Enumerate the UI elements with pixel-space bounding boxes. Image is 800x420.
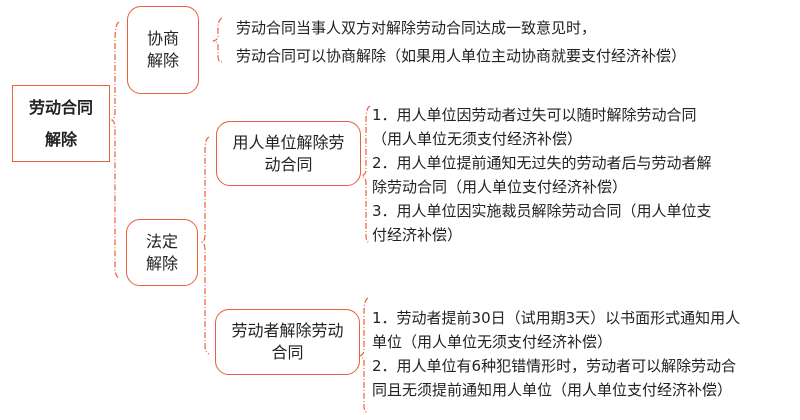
statutory-node: 法定 解除: [126, 219, 198, 286]
statutory-label-line1: 法定: [145, 231, 178, 251]
root-label-line2: 解除: [44, 129, 77, 149]
root-bracket: [110, 21, 120, 279]
statutory-label-line2: 解除: [145, 253, 178, 273]
worker-label-line2: 合同: [271, 343, 304, 362]
employer-text: 1．用人单位因劳动者过失可以随时解除劳动合同 （用人单位无须支付经济补偿） 2．…: [372, 103, 712, 247]
worker-text-line: 单位（用人单位无须支付经济补偿）: [372, 333, 613, 351]
employer-text-line: 1．用人单位因劳动者过失可以随时解除劳动合同: [372, 106, 697, 124]
root-label-line1: 劳动合同: [28, 97, 93, 117]
employer-termination-node: 用人单位解除劳 动合同: [216, 121, 361, 186]
employer-text-line: （用人单位无须支付经济补偿）: [372, 130, 583, 148]
employer-bracket: [360, 105, 371, 244]
consult-label-line2: 解除: [146, 51, 179, 70]
consult-text-line: 劳动合同可以协商解除（如果用人单位主动协商就要支付经济补偿）: [236, 47, 687, 65]
worker-text-line: 1．劳动者提前30日（试用期3天）以书面形式通知用人: [372, 309, 741, 327]
worker-text-line: 2．用人单位有6种犯错情形时，劳动者可以解除劳动合: [372, 357, 737, 375]
root-node: 劳动合同 解除: [12, 85, 110, 162]
worker-label-line1: 劳动者解除劳动: [231, 321, 344, 340]
consult-node: 协商 解除: [127, 6, 199, 94]
worker-termination-node: 劳动者解除劳动 合同: [215, 309, 360, 375]
employer-text-line: 2．用人单位提前通知无过失的劳动者后与劳动者解: [372, 154, 712, 172]
employer-label-line2: 动合同: [264, 154, 313, 174]
consult-text-line: 劳动合同当事人双方对解除劳动合同达成一致意见时，: [236, 19, 597, 37]
worker-text: 1．劳动者提前30日（试用期3天）以书面形式通知用人 单位（用人单位无须支付经济…: [372, 306, 740, 402]
consult-label-line1: 协商: [146, 29, 179, 48]
statutory-bracket: [200, 136, 210, 355]
employer-text-line: 3．用人单位因实施裁员解除劳动合同（用人单位支: [372, 202, 712, 220]
employer-text-line: 除劳动合同（用人单位支付经济补偿）: [372, 178, 628, 196]
consult-bracket: [212, 17, 223, 63]
consult-text: 劳动合同当事人双方对解除劳动合同达成一致意见时， 劳动合同可以协商解除（如果用人…: [236, 14, 686, 70]
worker-text-line: 同且无须提前通知用人单位（用人单位支付经济补偿）: [372, 381, 733, 399]
employer-text-line: 付经济补偿）: [372, 226, 463, 244]
worker-bracket: [358, 297, 369, 414]
employer-label-line1: 用人单位解除劳: [232, 132, 345, 152]
